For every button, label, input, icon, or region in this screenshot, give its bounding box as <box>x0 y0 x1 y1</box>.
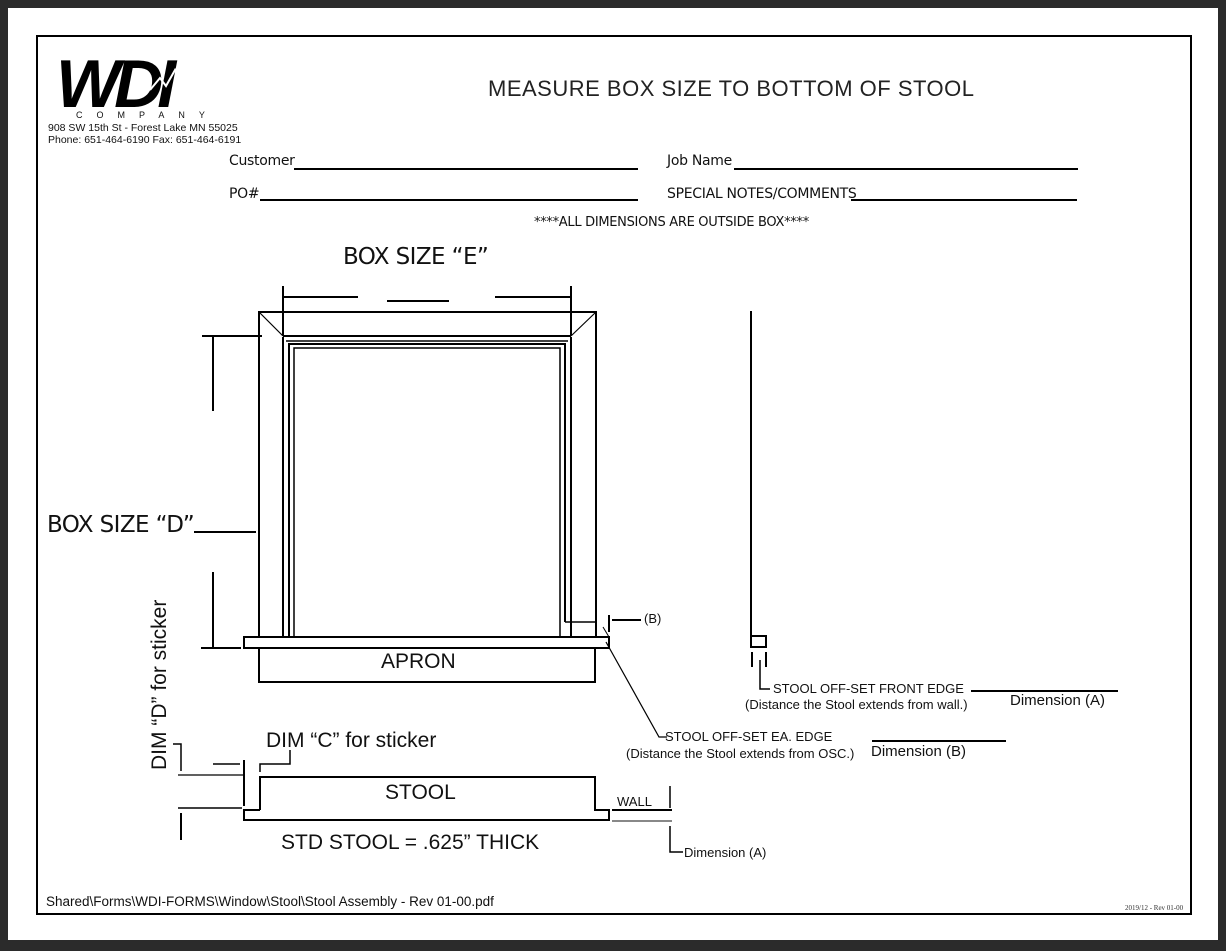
form-border <box>36 35 1192 915</box>
wall-dimension: Dimension (A) <box>684 845 767 860</box>
notes-label: SPECIAL NOTES/COMMENTS <box>667 186 857 202</box>
po-label: PO# <box>229 186 260 202</box>
std-stool-thickness: STD STOOL = .625” THICK <box>281 831 540 854</box>
ea-edge-dimension: Dimension (B) <box>871 743 967 760</box>
svg-text:WDI: WDI <box>56 46 178 122</box>
front-edge-label: STOOL OFF-SET FRONT EDGE <box>773 681 964 696</box>
ea-edge-label: STOOL OFF-SET EA. EDGE <box>665 729 833 744</box>
dim-d-sticker-label: DIM “D” for sticker <box>148 599 171 770</box>
customer-field[interactable] <box>298 151 636 168</box>
b-marker-label: (B) <box>644 611 662 626</box>
front-edge-dimension: Dimension (A) <box>1010 692 1106 709</box>
wdi-logo-icon: WDI <box>56 46 184 122</box>
company-address: 908 SW 15th St - Forest Lake MN 55025 <box>48 122 238 134</box>
dimensions-notice: ****ALL DIMENSIONS ARE OUTSIDE BOX**** <box>534 215 809 230</box>
page-title: MEASURE BOX SIZE TO BOTTOM OF STOOL <box>488 76 975 101</box>
company-phone: Phone: 651-464-6190 Fax: 651-464-6191 <box>48 134 242 146</box>
file-path: Shared\Forms\WDI-FORMS\Window\Stool\Stoo… <box>46 894 494 909</box>
job-name-field[interactable] <box>738 151 1076 168</box>
document-page <box>8 8 1218 940</box>
front-edge-desc: (Distance the Stool extends from wall.) <box>745 697 968 712</box>
box-size-d-label: BOX SIZE “D” <box>47 512 195 538</box>
company-label: COMPANY <box>76 110 219 120</box>
window-elevation <box>194 286 667 738</box>
side-section <box>750 311 1118 742</box>
notes-field[interactable] <box>855 182 1075 199</box>
po-field[interactable] <box>264 182 636 199</box>
apron-label: APRON <box>381 650 456 673</box>
job-name-label: Job Name <box>667 153 732 169</box>
stool-label: STOOL <box>385 781 456 804</box>
customer-label: Customer <box>229 153 295 169</box>
dim-c-sticker-label: DIM “C” for sticker <box>266 729 437 752</box>
wall-label: WALL <box>617 794 652 809</box>
ea-edge-desc: (Distance the Stool extends from OSC.) <box>626 746 855 761</box>
revision-stamp: 2019/12 - Rev 01-00 <box>1125 904 1184 912</box>
stool-section <box>173 743 683 853</box>
box-size-e-label: BOX SIZE “E” <box>343 244 489 270</box>
